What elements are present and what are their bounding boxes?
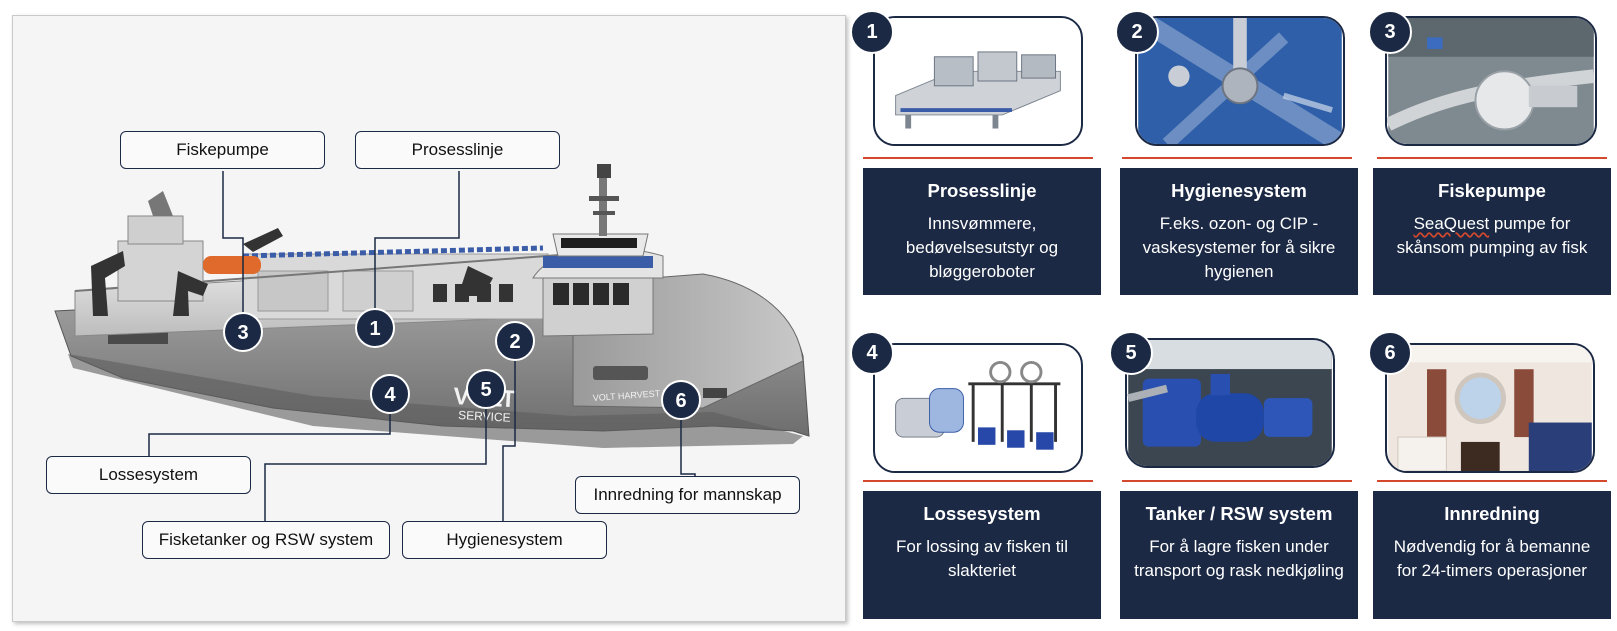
card-title: Fiskepumpe [1438, 180, 1546, 201]
card-text-line: skånsom pumping av fisk [1396, 238, 1588, 257]
card-text-line: vaskesystemer for å sikre [1142, 238, 1336, 257]
marker-1: 1 [355, 308, 395, 348]
svg-text:6: 6 [675, 390, 686, 412]
card-text-line: bedøvelsesutstyr og [905, 238, 1059, 257]
aft-mast [117, 240, 204, 302]
callout-innredning: Innredning for mannskap [575, 476, 800, 514]
leader-hygienesystem [502, 346, 516, 521]
card-innredning: Innredning Nødvendig for å bemanne for 2… [1373, 491, 1611, 619]
card-divider-1 [863, 157, 1093, 159]
crane-1 [91, 251, 125, 316]
card-title: Lossesystem [923, 503, 1041, 524]
card-lossesystem: Lossesystem For lossing av fisken til sl… [863, 491, 1101, 619]
process-line-image [876, 18, 1080, 144]
card-text-line: F.eks. ozon- og CIP - [1159, 214, 1319, 233]
thumb-fiskepumpe [1385, 16, 1597, 146]
card-number-4: 4 [850, 331, 894, 375]
card-text-line: bløggeroboter [929, 262, 1035, 281]
rsw-system-image [1127, 340, 1332, 466]
leader-innredning [680, 419, 696, 476]
crane-3 [458, 266, 493, 296]
card-number-2: 2 [1115, 10, 1159, 54]
card-divider-3 [1377, 157, 1607, 159]
lifeboat [203, 256, 261, 274]
thumb-lossesystem [873, 343, 1083, 473]
marker-2: 2 [495, 321, 535, 361]
leader-fisketanker [264, 404, 487, 521]
card-number-1: 1 [850, 10, 894, 54]
card-number-3: 3 [1368, 10, 1412, 54]
thumb-prosesslinje [873, 16, 1083, 146]
unloading-system-image [876, 345, 1080, 471]
marker-6: 6 [661, 380, 701, 420]
card-text-line: for 24-timers operasjoner [1397, 561, 1587, 580]
card-number-5: 5 [1109, 331, 1153, 375]
card-title: Innredning [1444, 503, 1540, 524]
marker-5: 5 [466, 369, 506, 409]
crew-cabin-image [1388, 345, 1592, 471]
card-text-line: For å lagre fisken under [1149, 537, 1329, 556]
marker-3: 3 [223, 312, 263, 352]
svg-text:5: 5 [480, 379, 491, 401]
callout-hygienesystem: Hygienesystem [402, 521, 607, 559]
card-divider-2 [1122, 157, 1352, 159]
hygiene-system-image [1137, 18, 1343, 144]
callout-fiskepumpe: Fiskepumpe [120, 131, 325, 169]
card-tanker: Tanker / RSW system For å lagre fisken u… [1120, 491, 1358, 619]
card-text-line: transport og rask nedkjøling [1134, 561, 1344, 580]
card-text-line: Nødvendig for å bemanne [1393, 537, 1591, 556]
leader-fiskepumpe [222, 171, 244, 334]
card-number-6: 6 [1368, 331, 1412, 375]
card-fiskepumpe: Fiskepumpe SeaQuest pumpe for skånsom pu… [1373, 168, 1611, 295]
thumb-tanker [1125, 338, 1335, 468]
card-divider-6 [1377, 480, 1607, 482]
card-text-line: SeaQuest pumpe for [1373, 212, 1611, 236]
card-text-line: For lossing av fisken til [896, 537, 1068, 556]
svg-text:4: 4 [384, 384, 396, 406]
svg-text:3: 3 [237, 322, 248, 344]
card-hygienesystem: Hygienesystem F.eks. ozon- og CIP - vask… [1120, 168, 1358, 295]
ship-diagram-panel: VOLT SERVICE VOLT HARVEST III 3 1 2 4 [12, 15, 846, 622]
brand-name: SeaQuest [1413, 214, 1490, 233]
card-divider-4 [863, 480, 1093, 482]
callout-fisketanker: Fisketanker og RSW system [142, 521, 390, 559]
fish-pump-image [1387, 18, 1595, 144]
leader-prosesslinje [374, 171, 460, 328]
crane-2 [173, 271, 208, 316]
svg-text:1: 1 [369, 318, 380, 340]
hull-logo-bottom: SERVICE [458, 408, 511, 425]
thumb-hygienesystem [1135, 16, 1345, 146]
leader-lossesystem [148, 409, 391, 456]
radar-mast [599, 176, 607, 236]
callout-lossesystem: Lossesystem [46, 456, 251, 494]
svg-text:2: 2 [509, 331, 520, 353]
card-title: Hygienesystem [1171, 180, 1307, 201]
card-title: Tanker / RSW system [1145, 503, 1333, 524]
card-title: Prosesslinje [927, 180, 1037, 201]
thumb-innredning [1385, 343, 1595, 473]
card-text-line: Innsvømmere, [927, 214, 1037, 233]
card-text-line: slakteriet [947, 561, 1017, 580]
card-text-line: hygienen [1204, 262, 1274, 281]
marker-4: 4 [370, 374, 410, 414]
card-prosesslinje: Prosesslinje Innsvømmere, bedøvelsesutst… [863, 168, 1101, 295]
card-text-fragment: pumpe for [1489, 214, 1571, 233]
card-divider-5 [1122, 480, 1352, 482]
callout-prosesslinje: Prosesslinje [355, 131, 560, 169]
ship-illustration: VOLT SERVICE VOLT HARVEST III 3 1 2 4 [54, 164, 810, 521]
